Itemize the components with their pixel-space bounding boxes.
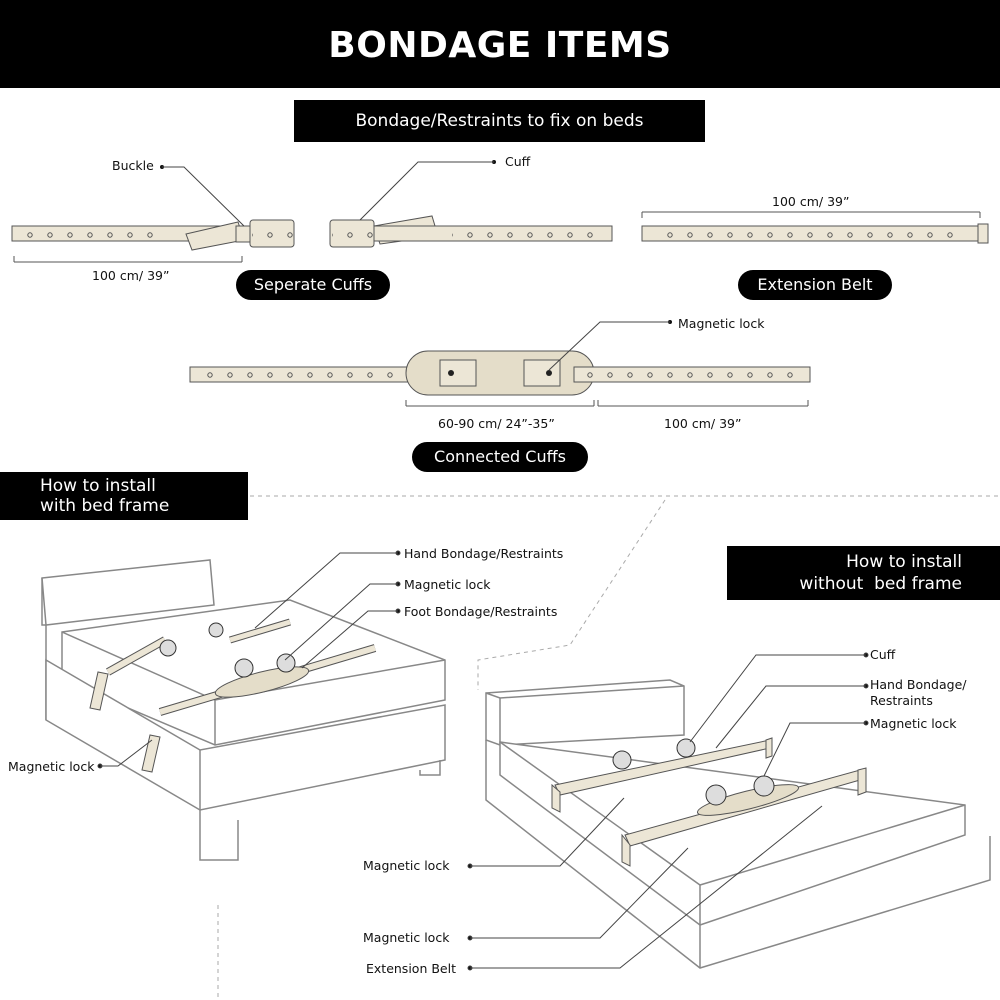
with-frame-left-magnetic-lock: Magnetic lock: [8, 759, 95, 774]
foot-restraints-label: Foot Bondage/Restraints: [404, 604, 558, 619]
page-title: BONDAGE ITEMS: [328, 25, 672, 66]
cuff-label: Cuff: [505, 154, 531, 169]
without-frame-left-magnetic-lock-1: Magnetic lock: [363, 858, 450, 873]
without-frame-hand-line2: Restraints: [870, 693, 933, 708]
with-frame-heading: How to install with bed frame: [0, 472, 248, 520]
bed-without-frame-illustration: [485, 679, 991, 969]
magnetic-lock-label: Magnetic lock: [678, 316, 765, 331]
hand-restraints-label: Hand Bondage/Restraints: [404, 546, 564, 561]
extension-belt-pill: Extension Belt: [738, 270, 892, 300]
title-bar: BONDAGE ITEMS: [0, 0, 1000, 88]
connected-dimension-a: 60-90 cm/ 24”-35”: [438, 416, 555, 431]
separate-cuffs-text: Seperate Cuffs: [253, 275, 373, 294]
connected-cuffs-illustration: [189, 320, 811, 407]
without-frame-hand-line1: Hand Bondage/: [870, 677, 967, 692]
without-frame-leaders: [467, 652, 869, 971]
bed-with-frame-illustration: [41, 559, 446, 861]
with-frame-leaders: [97, 550, 401, 769]
bed-frame-straps: [89, 618, 377, 773]
without-frame-hand-label: Hand Bondage/ Restraints: [870, 677, 966, 709]
without-frame-heading: How to install without bed frame: [727, 546, 1000, 600]
connected-dimension-b: 100 cm/ 39”: [664, 416, 742, 431]
no-frame-straps: [551, 737, 867, 867]
separate-cuffs-illustration: [11, 160, 613, 263]
with-frame-heading-line1: How to install: [40, 476, 156, 496]
extension-dimension: 100 cm/ 39”: [772, 194, 850, 209]
subtitle-text: Bondage/Restraints to fix on beds: [355, 111, 644, 131]
connected-cuffs-text: Connected Cuffs: [434, 447, 566, 466]
connected-cuffs-pill: Connected Cuffs: [412, 442, 588, 472]
without-frame-cuff-label: Cuff: [870, 647, 896, 662]
extension-belt-text: Extension Belt: [757, 275, 873, 294]
without-frame-heading-line1: How to install: [846, 552, 962, 572]
separate-cuffs-pill: Seperate Cuffs: [236, 270, 390, 300]
without-frame-left-magnetic-lock-2: Magnetic lock: [363, 930, 450, 945]
subtitle-banner: Bondage/Restraints to fix on beds: [294, 100, 705, 142]
without-frame-magnetic-lock-label: Magnetic lock: [870, 716, 957, 731]
with-frame-magnetic-lock-label: Magnetic lock: [404, 577, 491, 592]
with-frame-heading-line2: with bed frame: [40, 496, 170, 516]
separate-dimension: 100 cm/ 39”: [92, 268, 170, 283]
without-frame-heading-line2: without bed frame: [799, 574, 962, 594]
buckle-label: Buckle: [112, 158, 154, 173]
extension-belt-label: Extension Belt: [366, 961, 456, 976]
extension-belt-illustration: [641, 211, 989, 244]
